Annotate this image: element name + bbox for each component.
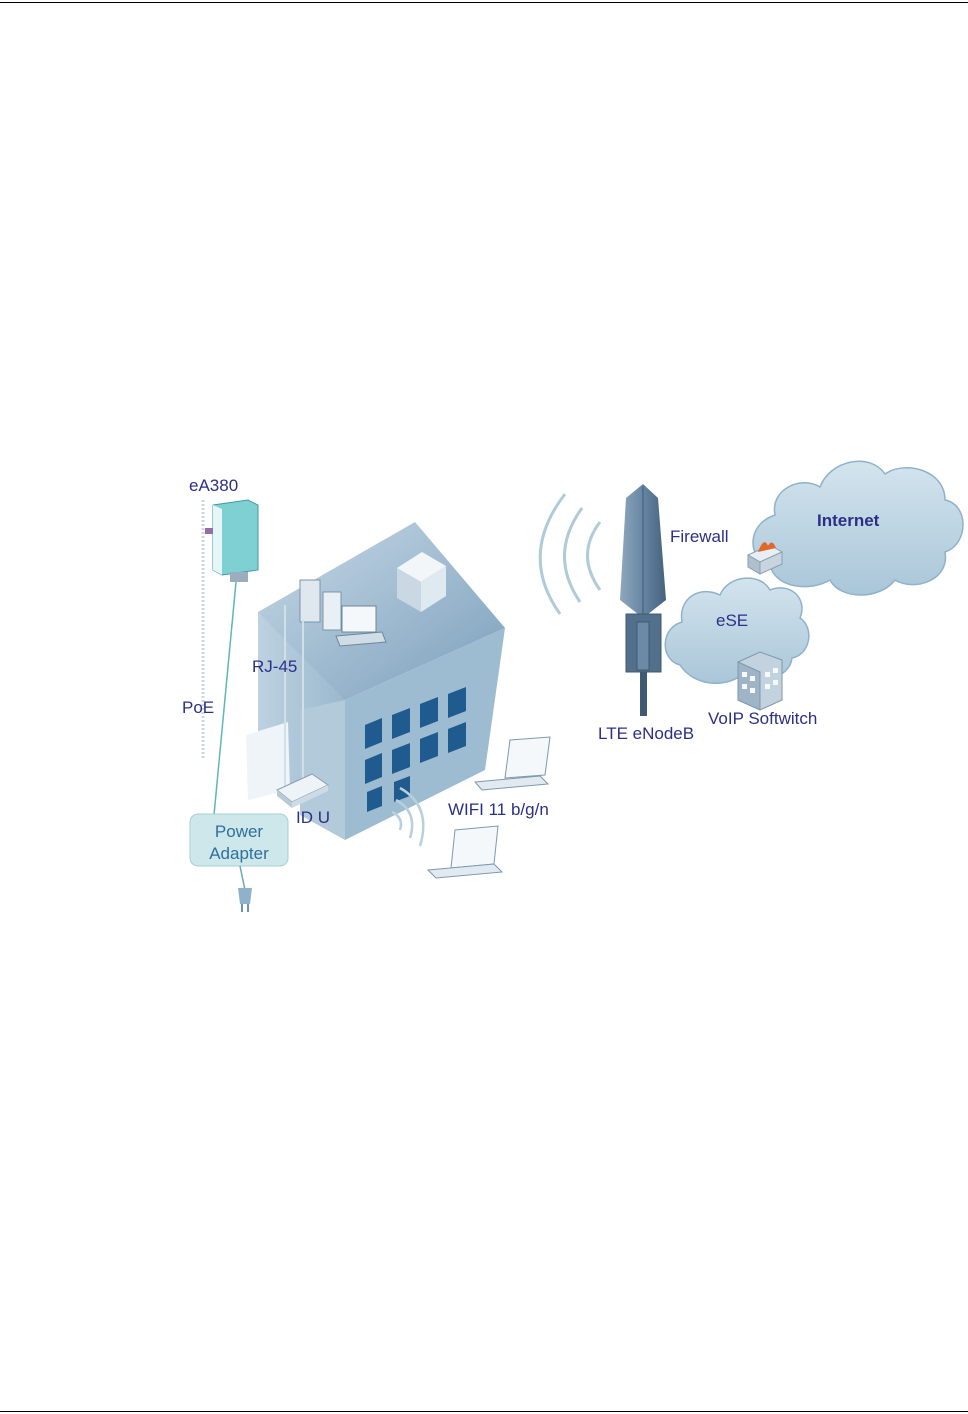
ese-cloud — [665, 578, 809, 683]
laptop-icon-2 — [428, 826, 502, 878]
label-voip: VoIP Softwitch — [708, 709, 817, 728]
label-power-adapter-line2: Adapter — [209, 844, 269, 863]
label-idu: ID U — [296, 808, 330, 827]
label-lte-enodeb: LTE eNodeB — [598, 724, 694, 743]
label-wifi: WIFI 11 b/g/n — [448, 800, 549, 819]
lte-tower — [620, 484, 666, 716]
label-ea380: eA380 — [189, 476, 238, 495]
label-rj45: RJ-45 — [252, 657, 297, 676]
label-power-adapter-line1: Power — [215, 822, 264, 841]
voip-softswitch-icon — [738, 652, 782, 710]
tower-radio-waves-icon — [540, 494, 600, 614]
label-internet: Internet — [817, 511, 880, 530]
label-ese: eSE — [716, 611, 748, 630]
label-poe: PoE — [182, 698, 214, 717]
label-firewall: Firewall — [670, 527, 729, 546]
